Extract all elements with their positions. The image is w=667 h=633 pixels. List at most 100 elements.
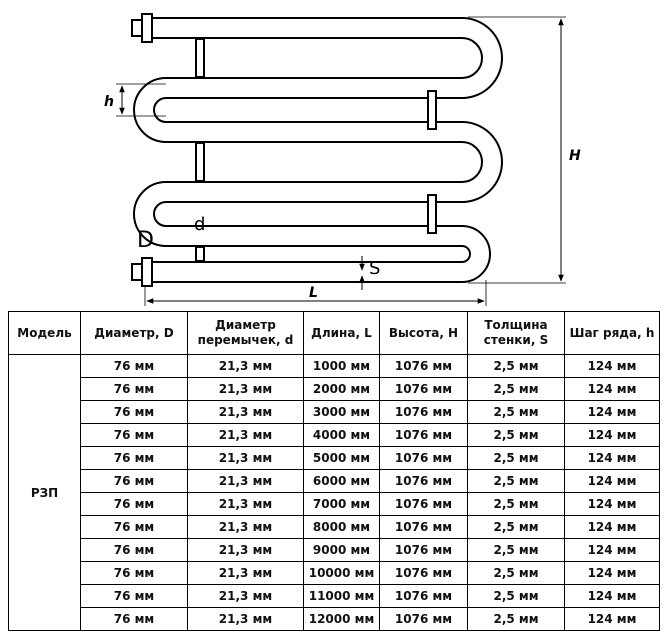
- cell-jumper-diameter: 21,3 мм: [187, 377, 304, 401]
- cell-row-pitch: 124 мм: [564, 446, 660, 470]
- cell-length: 8000 мм: [303, 515, 380, 539]
- cell-diameter: 76 мм: [80, 492, 188, 516]
- cell-height: 1076 мм: [379, 492, 468, 516]
- cell-jumper-diameter: 21,3 мм: [187, 469, 304, 493]
- cell-wall-thickness: 2,5 мм: [467, 469, 565, 493]
- cell-row-pitch: 124 мм: [564, 515, 660, 539]
- cell-length: 11000 мм: [303, 584, 380, 608]
- cell-wall-thickness: 2,5 мм: [467, 377, 565, 401]
- label-D: D: [137, 228, 154, 253]
- cell-length: 3000 мм: [303, 400, 380, 424]
- radiator-diagram: H h L S D d: [104, 13, 581, 306]
- column-header-row-pitch: Шаг ряда, h: [564, 311, 660, 355]
- cell-height: 1076 мм: [379, 538, 468, 562]
- cell-jumper-diameter: 21,3 мм: [187, 561, 304, 585]
- cell-jumper-diameter: 21,3 мм: [187, 607, 304, 631]
- cell-length: 2000 мм: [303, 377, 380, 401]
- column-header-height: Высота, H: [379, 311, 468, 355]
- cell-jumper-diameter: 21,3 мм: [187, 492, 304, 516]
- column-header-wall-thickness: Толщина стенки, S: [467, 311, 565, 355]
- jumper-right-top: [427, 90, 437, 130]
- cell-wall-thickness: 2,5 мм: [467, 446, 565, 470]
- cell-wall-thickness: 2,5 мм: [467, 400, 565, 424]
- cell-diameter: 76 мм: [80, 377, 188, 401]
- label-H: H: [569, 148, 581, 164]
- cell-row-pitch: 124 мм: [564, 423, 660, 447]
- cell-diameter: 76 мм: [80, 538, 188, 562]
- cell-jumper-diameter: 21,3 мм: [187, 400, 304, 424]
- cell-diameter: 76 мм: [80, 515, 188, 539]
- cell-diameter: 76 мм: [80, 400, 188, 424]
- cell-height: 1076 мм: [379, 561, 468, 585]
- label-h: h: [104, 94, 114, 110]
- jumper-left-bottom: [195, 246, 205, 262]
- cell-jumper-diameter: 21,3 мм: [187, 354, 304, 378]
- cell-diameter: 76 мм: [80, 354, 188, 378]
- column-header-diameter: Диаметр, D: [80, 311, 188, 355]
- cell-length: 9000 мм: [303, 538, 380, 562]
- cell-wall-thickness: 2,5 мм: [467, 607, 565, 631]
- cell-height: 1076 мм: [379, 354, 468, 378]
- jumper-right-bottom: [427, 194, 437, 234]
- cell-length: 12000 мм: [303, 607, 380, 631]
- cell-diameter: 76 мм: [80, 561, 188, 585]
- label-L: L: [309, 285, 318, 301]
- cell-row-pitch: 124 мм: [564, 469, 660, 493]
- cell-wall-thickness: 2,5 мм: [467, 561, 565, 585]
- label-d: d: [194, 214, 205, 235]
- jumper-left-middle: [195, 142, 205, 182]
- cell-height: 1076 мм: [379, 515, 468, 539]
- cell-height: 1076 мм: [379, 584, 468, 608]
- cell-diameter: 76 мм: [80, 584, 188, 608]
- cell-length: 1000 мм: [303, 354, 380, 378]
- cell-length: 7000 мм: [303, 492, 380, 516]
- cell-height: 1076 мм: [379, 400, 468, 424]
- cell-jumper-diameter: 21,3 мм: [187, 538, 304, 562]
- cell-height: 1076 мм: [379, 607, 468, 631]
- top-flange: [131, 13, 153, 43]
- cell-jumper-diameter: 21,3 мм: [187, 515, 304, 539]
- cell-jumper-diameter: 21,3 мм: [187, 446, 304, 470]
- column-header-model: Модель: [8, 311, 81, 355]
- model-cell: РЗП: [8, 354, 81, 631]
- cell-wall-thickness: 2,5 мм: [467, 584, 565, 608]
- cell-row-pitch: 124 мм: [564, 400, 660, 424]
- cell-wall-thickness: 2,5 мм: [467, 492, 565, 516]
- column-header-length: Длина, L: [303, 311, 380, 355]
- cell-row-pitch: 124 мм: [564, 538, 660, 562]
- cell-jumper-diameter: 21,3 мм: [187, 423, 304, 447]
- cell-length: 10000 мм: [303, 561, 380, 585]
- cell-wall-thickness: 2,5 мм: [467, 423, 565, 447]
- cell-wall-thickness: 2,5 мм: [467, 538, 565, 562]
- cell-jumper-diameter: 21,3 мм: [187, 584, 304, 608]
- column-header-jumper-diameter: Диаметр перемычек, d: [187, 311, 304, 355]
- cell-row-pitch: 124 мм: [564, 561, 660, 585]
- cell-row-pitch: 124 мм: [564, 584, 660, 608]
- cell-row-pitch: 124 мм: [564, 377, 660, 401]
- label-S: S: [369, 258, 380, 279]
- cell-length: 4000 мм: [303, 423, 380, 447]
- cell-height: 1076 мм: [379, 469, 468, 493]
- bottom-flange: [131, 257, 153, 287]
- cell-diameter: 76 мм: [80, 469, 188, 493]
- cell-diameter: 76 мм: [80, 423, 188, 447]
- cell-row-pitch: 124 мм: [564, 607, 660, 631]
- cell-length: 5000 мм: [303, 446, 380, 470]
- cell-row-pitch: 124 мм: [564, 492, 660, 516]
- serpentine-coil-inner: [135, 19, 501, 281]
- cell-height: 1076 мм: [379, 423, 468, 447]
- cell-wall-thickness: 2,5 мм: [467, 515, 565, 539]
